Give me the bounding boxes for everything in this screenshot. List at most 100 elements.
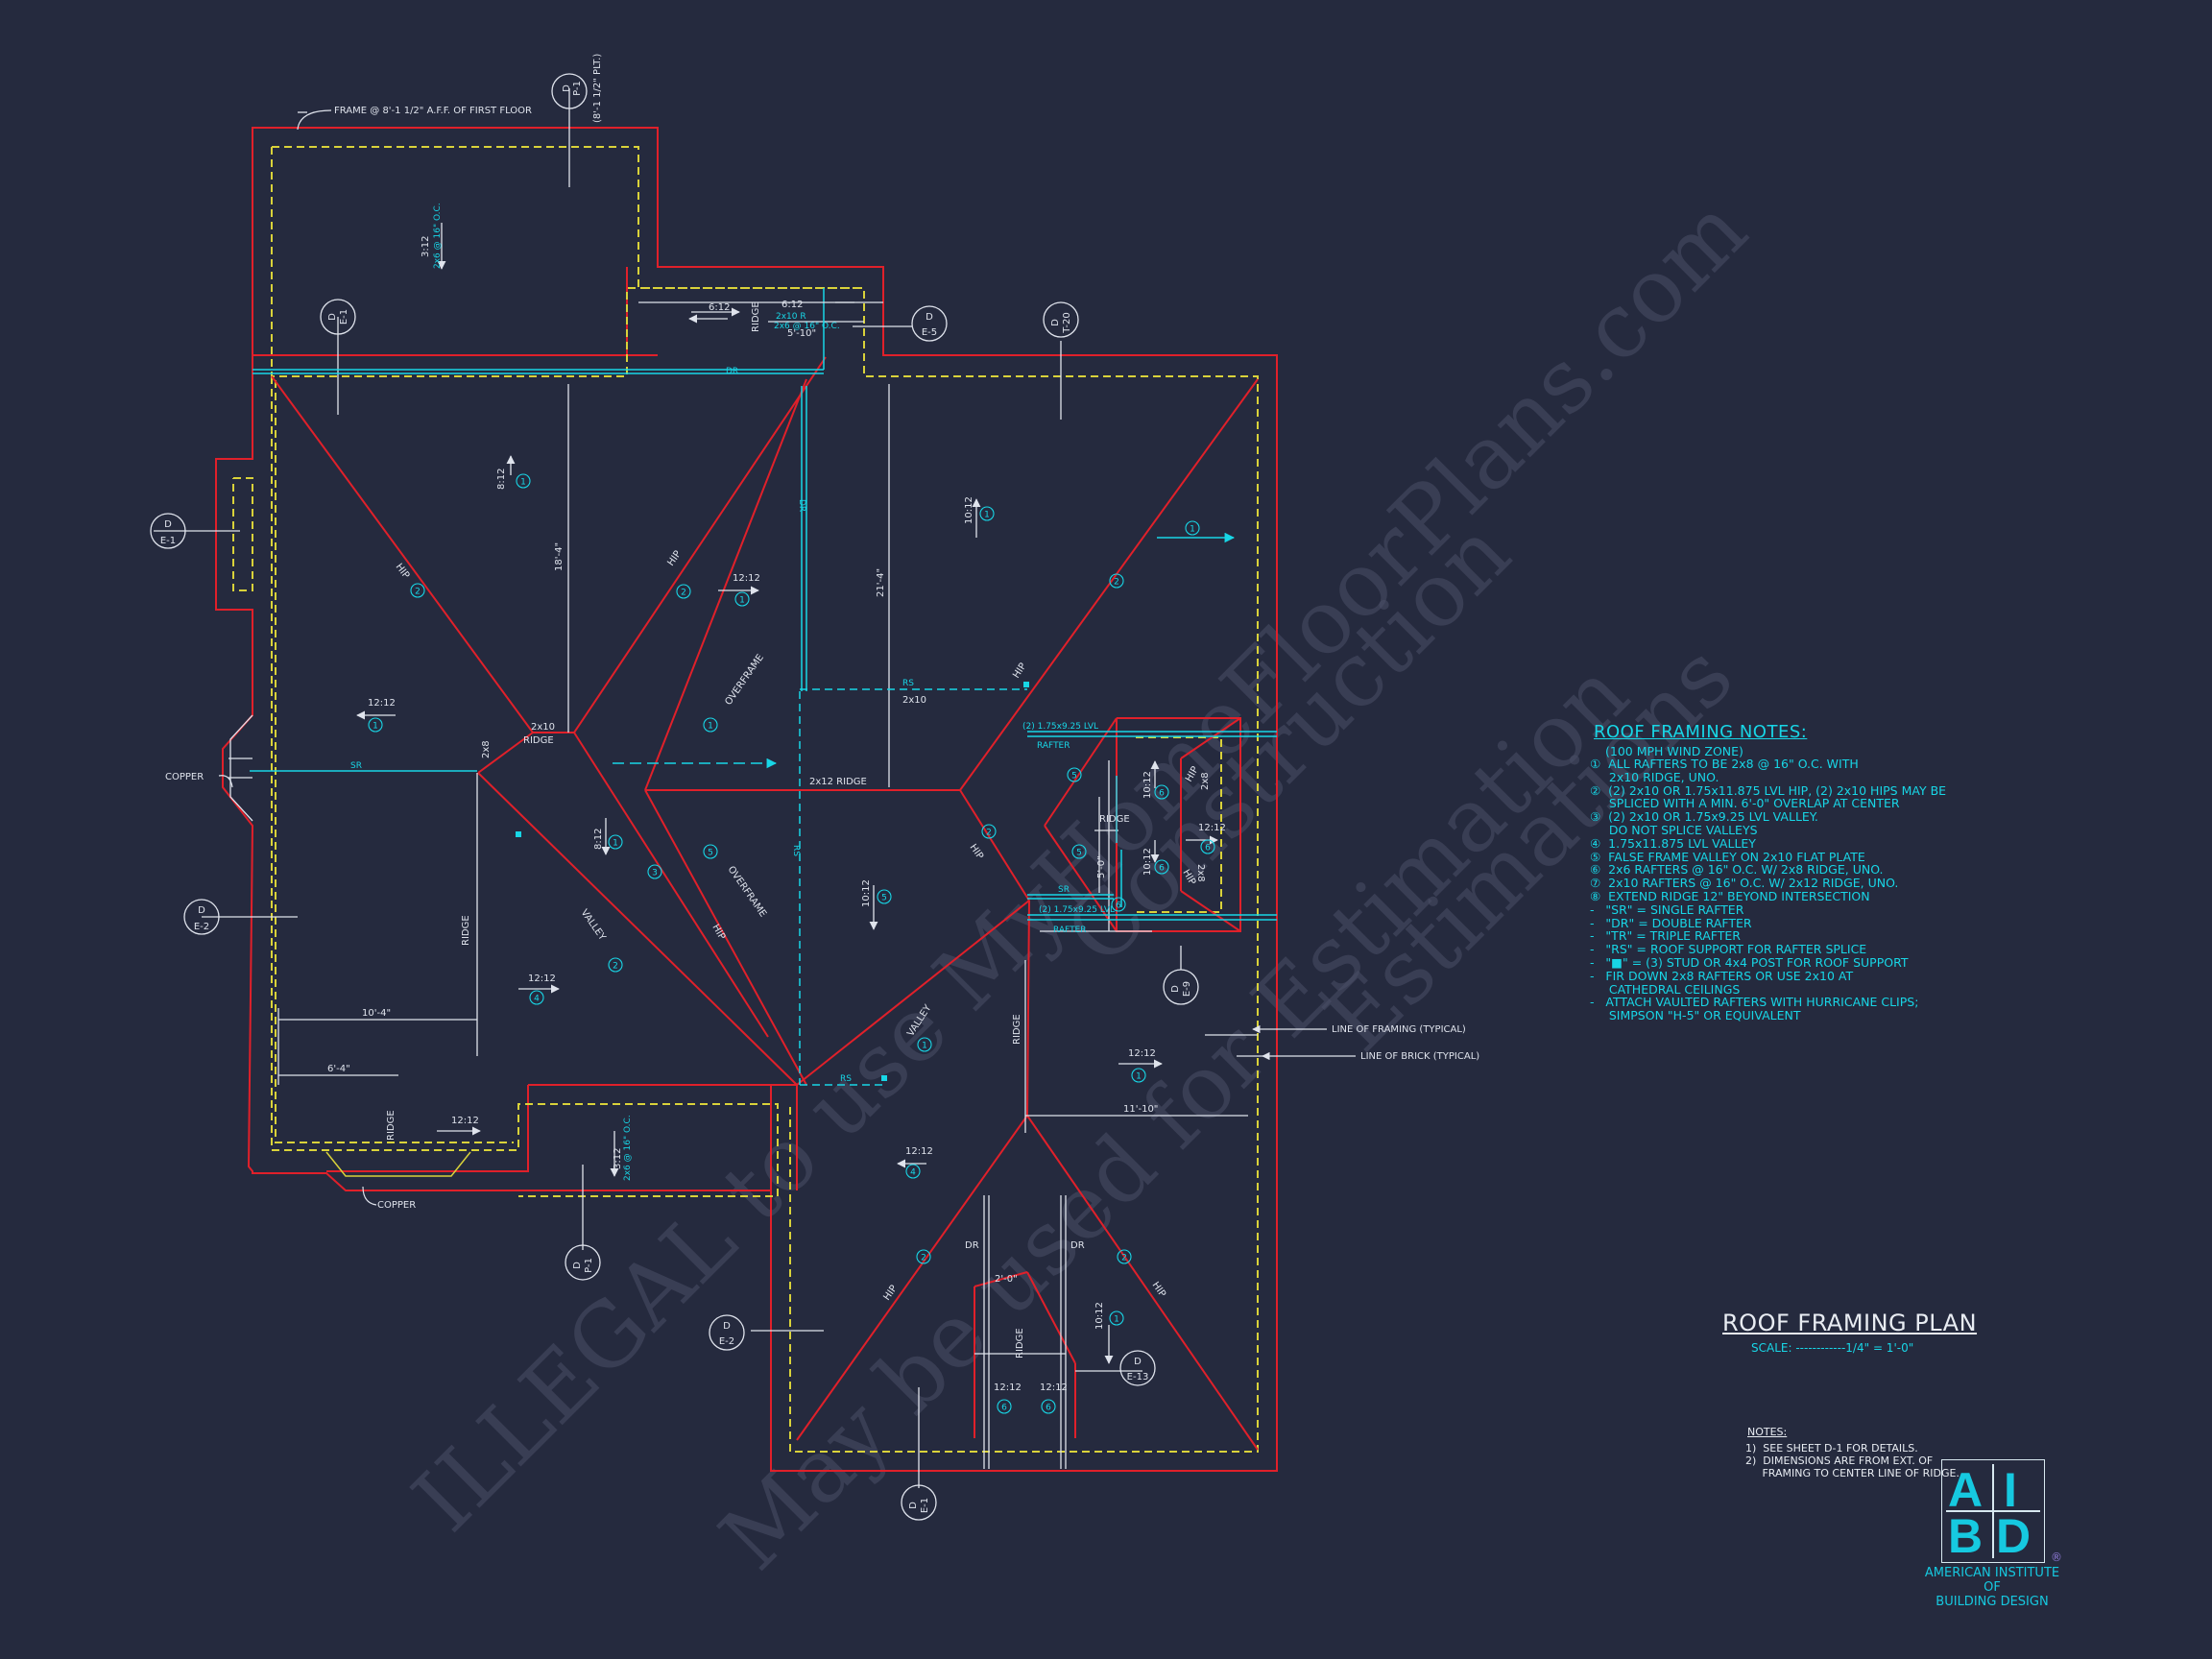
rafter-label: RAFTER [1037, 741, 1070, 751]
dim-5-10: 5'-10" [787, 328, 816, 339]
dim-21-4: 21'-4" [876, 568, 886, 597]
pitch-label: 3:12 [421, 236, 431, 257]
note-number: 2 [986, 829, 992, 838]
svg-text:D: D [562, 84, 572, 92]
line-of-framing-label: LINE OF FRAMING (TYPICAL) [1332, 1024, 1466, 1035]
size-label: 2x8 [1195, 864, 1206, 882]
note-number: 6 [1001, 1404, 1007, 1413]
note-item: DO NOT SPLICE VALLEYS [1590, 822, 1758, 837]
ridge-label: RIDGE [1099, 814, 1130, 825]
note-item: - ATTACH VAULTED RAFTERS WITH HURRICANE … [1590, 995, 1919, 1010]
svg-text:D: D [1170, 985, 1181, 993]
dr-label: DR [965, 1240, 979, 1251]
linework [154, 88, 1267, 1488]
note-number: 1 [613, 839, 618, 849]
cyan-labels: DR DR SR RS RS RS (2) 1.75x9.25 LVL RAFT… [350, 203, 1115, 1181]
plan-scale: SCALE: ------------1/4" = 1'-0" [1751, 1341, 1914, 1355]
rs-label: RS [902, 679, 914, 688]
pitch-label: 12:12 [1040, 1382, 1068, 1393]
note-number: 1 [739, 596, 745, 606]
frame-note: FRAME @ 8'-1 1/2" A.F.F. OF FIRST FLOOR [334, 106, 532, 116]
note-item: - "■" = (3) STUD OR 4x4 POST FOR ROOF SU… [1590, 954, 1909, 970]
svg-text:E-13: E-13 [1127, 1372, 1149, 1382]
plate-height-note: (8'-1 1/2" PLT.) [592, 54, 603, 123]
oc-note: 2x6 @ 16" O.C. [623, 1115, 633, 1181]
dr-label: DR [797, 499, 806, 512]
svg-text:D: D [572, 1262, 583, 1269]
note-item: ⑤ FALSE FRAME VALLEY ON 2x10 FLAT PLATE [1590, 849, 1865, 864]
size-label: 2x8 [481, 740, 492, 758]
valley-label: VALLEY [579, 907, 609, 943]
org-name-line: OF [1984, 1580, 2001, 1595]
bay-window-bottom [325, 1151, 471, 1177]
aibd-logo: A I B D [1941, 1459, 2045, 1563]
note-number: 1 [708, 722, 713, 732]
note-number: 6 [1116, 902, 1121, 911]
cyan-linework [250, 288, 1277, 1086]
oc-note: 2x6 @ 16" O.C. [774, 322, 840, 331]
svg-text:E-9: E-9 [1182, 981, 1192, 997]
callouts: FRAME @ 8'-1 1/2" A.F.F. OF FIRST FLOOR … [165, 54, 1479, 1211]
section-marker [709, 1314, 745, 1351]
svg-text:E-2: E-2 [719, 1336, 734, 1347]
section-marker-text: D P-1 D E-1 D E-5 D T-20 D E-1 D E-2 D E… [160, 81, 1192, 1513]
svg-text:E-1: E-1 [160, 536, 176, 546]
svg-text:T-20: T-20 [1062, 312, 1072, 334]
logo-letter-b: B [1948, 1509, 1984, 1563]
section-marker [320, 299, 356, 335]
note-number: 2 [1121, 1254, 1127, 1263]
svg-text:E-5: E-5 [922, 327, 937, 338]
note-number: 1 [984, 511, 990, 520]
dim-10-4: 10'-4" [362, 1008, 391, 1019]
sr-label: SR [350, 761, 362, 771]
registered-mark: ® [2051, 1551, 2062, 1564]
svg-text:D: D [926, 312, 933, 323]
note-number: 1 [373, 722, 378, 732]
svg-text:D: D [1050, 319, 1061, 326]
bay-window-left [228, 714, 253, 822]
dr-label: DR [726, 367, 738, 376]
svg-text:P-1: P-1 [584, 1258, 594, 1273]
sr-label: SR [1058, 885, 1070, 895]
hip-label: HIP [1011, 661, 1028, 681]
pitch-label: 3:12 [613, 1148, 623, 1169]
section-marker [565, 1244, 601, 1281]
rs-label: RS [840, 1074, 852, 1084]
note-item: - "DR" = DOUBLE RAFTER [1590, 915, 1752, 930]
org-name-line: AMERICAN INSTITUTE [1924, 1566, 2060, 1580]
note-number: 5 [1076, 849, 1082, 858]
dim-11-10: 11'-10" [1123, 1104, 1158, 1115]
note-number: 6 [1046, 1404, 1051, 1413]
svg-text:D: D [198, 905, 205, 916]
ridge-label: RIDGE [1012, 1014, 1022, 1045]
pitch-label: 10:12 [964, 496, 974, 524]
hip-label: HIP [665, 549, 683, 568]
lvl-label: (2) 1.75x9.25 LVL [1022, 722, 1098, 732]
size-label: 2x10 [902, 695, 926, 706]
pitch-label: 6:12 [709, 302, 730, 313]
dim-18-4: 18'-4" [554, 542, 565, 571]
svg-text:D: D [723, 1321, 731, 1332]
section-marker [1119, 1350, 1156, 1386]
note-number: 5 [881, 894, 887, 903]
note-item: ③ (2) 2x10 OR 1.75x9.25 LVL VALLEY. [1590, 809, 1818, 825]
pitch-label: 12:12 [368, 698, 396, 709]
roof-lines [271, 356, 1259, 1451]
note-item: SPLICED WITH A MIN. 6'-0" OVERLAP AT CEN… [1590, 796, 1900, 811]
hip-label: HIP [394, 562, 412, 581]
pitch-label: 6:12 [781, 300, 803, 310]
ridge-note: 2x10 R [776, 312, 806, 322]
logo-letter-d: D [1996, 1509, 2032, 1563]
note-item: ② (2) 2x10 OR 1.75x11.875 LVL HIP, (2) 2… [1590, 782, 1947, 798]
pitch-label: 10:12 [1142, 771, 1153, 799]
section-marker [150, 513, 186, 549]
roof-framing-notes-list: ① ALL RAFTERS TO BE 2x8 @ 16" O.C. WITH … [1590, 757, 1946, 1022]
pitch-label: 12:12 [528, 974, 556, 984]
pitch-label: 10:12 [1142, 848, 1153, 876]
plan-title: ROOF FRAMING PLAN [1722, 1310, 1978, 1336]
roof-support-posts [516, 682, 1029, 1081]
note-number: 1 [1190, 525, 1195, 535]
note-item: - "RS" = ROOF SUPPORT FOR RAFTER SPLICE [1590, 942, 1867, 957]
hip-label: HIP [709, 923, 727, 942]
